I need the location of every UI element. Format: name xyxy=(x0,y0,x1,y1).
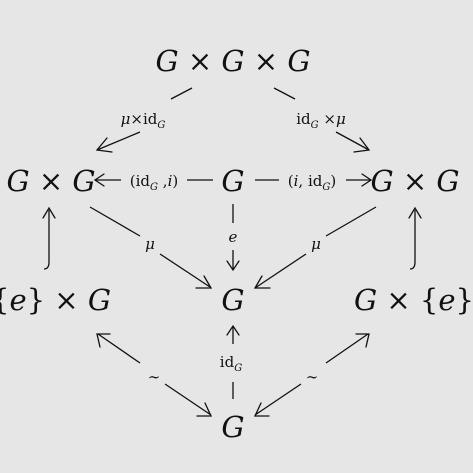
label-id-comma-i: (idG ,i) xyxy=(130,172,178,193)
label-mu-right: μ xyxy=(311,235,321,253)
node-bottom-g: G xyxy=(221,410,244,444)
arrow-center-to-right xyxy=(255,173,373,187)
label-iso-left: ∼ xyxy=(148,368,161,386)
node-middle-g: G xyxy=(221,283,244,317)
arrow-inclusion-left xyxy=(42,206,56,270)
arrow-iso-right xyxy=(253,333,370,417)
node-lower-left-exg: {e} × G xyxy=(0,283,111,317)
label-id-times-mu: idG ×μ xyxy=(296,110,346,131)
label-iso-right: ∼ xyxy=(306,368,319,386)
arrow-iso-left xyxy=(96,333,213,417)
label-i-comma-id: (i, idG) xyxy=(288,172,336,193)
label-mu-times-id: μ×idG xyxy=(121,110,166,131)
node-center-g: G xyxy=(221,164,244,198)
node-top-gxgxg: G × G × G xyxy=(155,44,310,78)
arrow-inclusion-right xyxy=(408,206,422,270)
label-mu-left: μ xyxy=(145,235,155,253)
arrow-top-to-left xyxy=(95,87,193,153)
node-lower-right-gxe: G × {e} xyxy=(354,283,473,317)
label-e: e xyxy=(229,228,238,246)
node-right-gxg: G × G xyxy=(370,164,459,198)
arrow-bottom-to-middle xyxy=(226,324,240,399)
label-id-g: idG xyxy=(220,353,242,374)
arrow-center-to-left xyxy=(93,173,213,187)
arrow-left-to-middle xyxy=(89,206,213,289)
arrow-center-to-middle xyxy=(226,204,240,272)
arrow-top-to-right xyxy=(273,87,371,153)
arrow-right-to-middle xyxy=(253,206,377,289)
node-left-gxg: G × G xyxy=(6,164,95,198)
